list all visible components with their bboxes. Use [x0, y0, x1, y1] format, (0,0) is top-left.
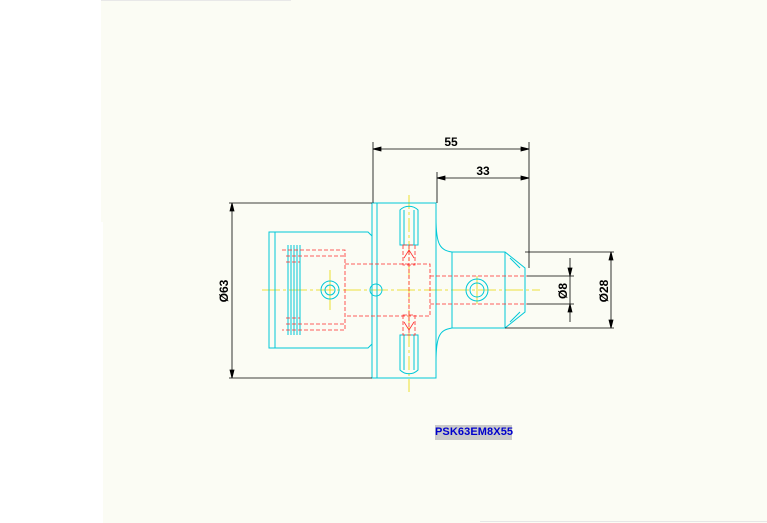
dim-nose-diameter: Ø28 — [597, 279, 611, 302]
dim-flange-diameter: Ø63 — [217, 279, 231, 302]
part-outline — [268, 202, 526, 379]
sheet-border-top — [101, 0, 291, 1]
dimension-lines — [229, 142, 614, 379]
part-number-label: PSK63EM8X55 — [435, 425, 514, 440]
key-screws — [403, 249, 415, 331]
hidden-lines — [282, 244, 527, 336]
drawing-sheet — [101, 0, 767, 523]
dim-bore-diameter: Ø8 — [556, 283, 570, 299]
sheet-border-bottom — [480, 521, 767, 522]
dim-nose-length: 33 — [476, 164, 490, 178]
sheet-edge — [101, 222, 103, 523]
dim-overall-length: 55 — [444, 135, 458, 149]
centerlines — [262, 195, 540, 392]
